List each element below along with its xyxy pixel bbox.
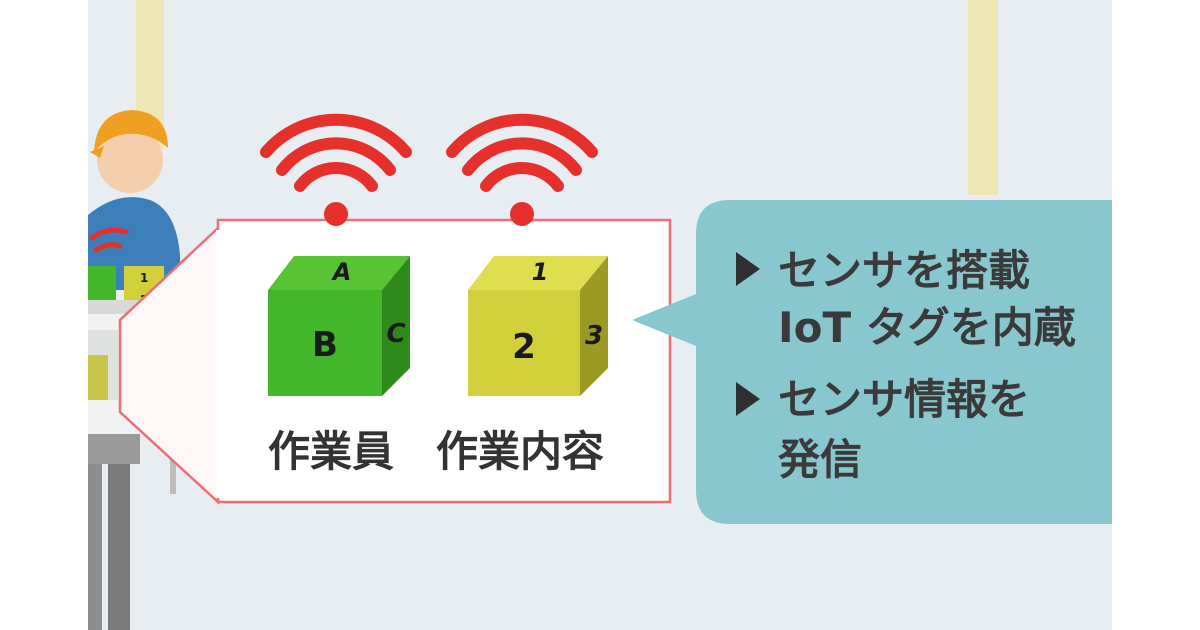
cube-tag-icon: A B C xyxy=(268,256,410,396)
cube-tag-icon: 1 2 3 xyxy=(468,256,608,396)
bubble-shape xyxy=(632,200,1112,524)
task-tag: 1 2 3 作業内容 xyxy=(436,113,608,476)
small-cube-label-1: 1 xyxy=(140,271,148,285)
worker-face xyxy=(97,127,163,193)
cube-yellow-top-label: 1 xyxy=(532,258,549,286)
right-margin xyxy=(1112,0,1200,630)
info-bubble: センサを搭載 IoT タグを内蔵 センサ情報を 発信 xyxy=(632,200,1112,524)
helmet-icon xyxy=(90,110,168,158)
worker-small-signal xyxy=(89,227,129,253)
cube-yellow-side xyxy=(580,256,608,396)
cube-yellow-top xyxy=(468,256,608,290)
bubble-item1-line2: IoT タグを内蔵 xyxy=(778,303,1076,352)
cube-yellow-front xyxy=(468,290,580,396)
cube-green-side xyxy=(382,256,410,396)
wireless-signal-icon xyxy=(446,113,598,226)
left-margin xyxy=(0,0,88,630)
wireless-signal-icon xyxy=(260,113,412,226)
cube-green-front xyxy=(268,290,382,396)
triangle-bullet-icon xyxy=(736,382,760,416)
bubble-item2-line1: センサ情報を xyxy=(778,375,1030,424)
cube-green-top xyxy=(268,256,410,290)
worker-icon: 1 2 xyxy=(88,110,180,316)
bubble-item2-line2: 発信 xyxy=(778,435,862,484)
cube-green-side-label: C xyxy=(386,319,405,349)
cube-green-front-label: B xyxy=(312,325,338,365)
bubble-item1-line1: センサを搭載 xyxy=(778,246,1030,295)
cube-yellow-side-label: 3 xyxy=(585,321,603,351)
task-tag-caption: 作業内容 xyxy=(436,427,604,476)
worker-tag: A B C 作業員 xyxy=(260,113,412,476)
triangle-bullet-icon xyxy=(736,252,760,286)
pillar-right xyxy=(968,0,998,195)
cube-green-top-label: A xyxy=(331,258,352,286)
worker-tag-caption: 作業員 xyxy=(268,427,394,476)
cube-yellow-front-label: 2 xyxy=(512,327,536,367)
